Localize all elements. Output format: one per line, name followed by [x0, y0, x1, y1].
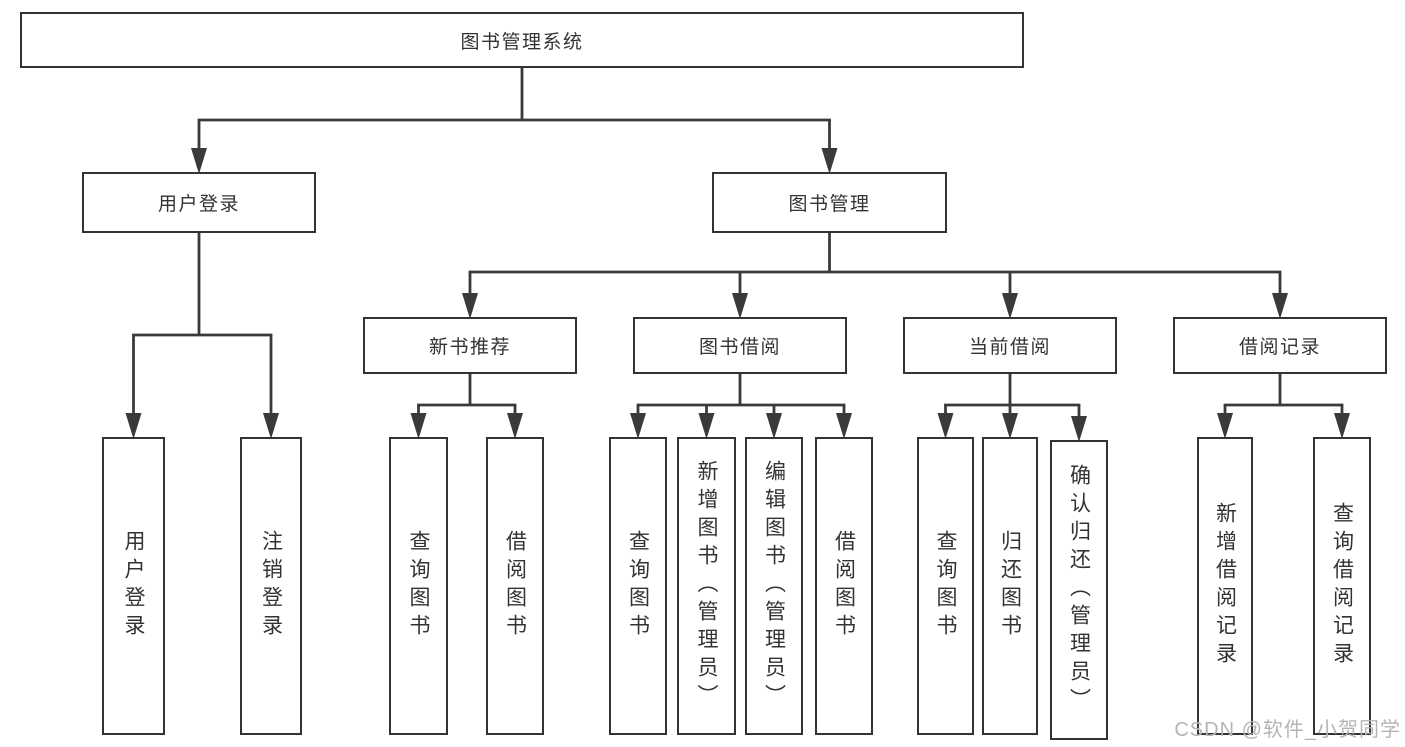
- arrowhead-icon: [1071, 416, 1087, 442]
- diagram-node-newbook: 新书推荐: [363, 317, 577, 374]
- diagram-node-label: 查询借阅记录: [1330, 502, 1354, 670]
- arrowhead-icon: [1217, 413, 1233, 439]
- arrowhead-icon: [507, 413, 523, 439]
- diagram-node-label: 用户登录: [122, 530, 145, 642]
- arrowhead-icon: [1334, 413, 1350, 439]
- diagram-node-current-3: 确认归还（管理员）: [1050, 440, 1108, 740]
- diagram-node-label: 新增借阅记录: [1213, 502, 1237, 670]
- arrowhead-icon: [630, 413, 646, 439]
- diagram-node-newbook-1: 查询图书: [389, 437, 448, 735]
- diagram-node-borrow: 图书借阅: [633, 317, 847, 374]
- diagram-node-label: 注销登录: [259, 530, 283, 642]
- diagram-node-label: 图书借阅: [698, 337, 781, 358]
- diagram-node-records: 借阅记录: [1173, 317, 1387, 374]
- diagram-node-label: 查询图书: [626, 530, 650, 642]
- diagram-node-root: 图书管理系统: [20, 12, 1024, 68]
- diagram-node-label: 当前借阅: [968, 337, 1051, 358]
- diagram-node-newbook-2: 借阅图书: [486, 437, 544, 735]
- diagram-node-label: 借阅图书: [503, 530, 527, 642]
- diagram-node-label: 借阅图书: [832, 530, 856, 642]
- diagram-node-current: 当前借阅: [903, 317, 1117, 374]
- diagram-node-label: 图书管理: [788, 194, 871, 215]
- diagram-node-borrow-1: 查询图书: [609, 437, 667, 735]
- arrowhead-icon: [462, 293, 478, 319]
- arrowhead-icon: [410, 413, 427, 439]
- diagram-node-borrow-4: 借阅图书: [815, 437, 873, 735]
- diagram-node-label: 新增图书（管理员）: [695, 460, 718, 712]
- diagram-node-records-1: 新增借阅记录: [1197, 437, 1253, 735]
- diagram-node-label: 用户登录: [157, 194, 240, 215]
- arrowhead-icon: [698, 413, 715, 439]
- diagram-node-borrow-2: 新增图书（管理员）: [677, 437, 736, 735]
- diagram-node-label: 查询图书: [407, 530, 430, 642]
- diagram-node-login-1: 用户登录: [102, 437, 165, 735]
- diagram-node-label: 新书推荐: [428, 337, 511, 358]
- diagram-node-current-1: 查询图书: [917, 437, 974, 735]
- diagram-node-login-2: 注销登录: [240, 437, 302, 735]
- arrowhead-icon: [836, 413, 852, 439]
- watermark: CSDN @软件_小贺同学: [1174, 719, 1401, 741]
- diagram-node-label: 查询图书: [934, 530, 957, 642]
- diagram-node-label: 归还图书: [998, 530, 1022, 642]
- diagram-node-label: 图书管理系统: [460, 31, 584, 53]
- arrowhead-icon: [1002, 293, 1018, 319]
- diagram-node-mgmt: 图书管理: [712, 172, 947, 233]
- arrowhead-icon: [191, 148, 207, 174]
- arrowhead-icon: [732, 293, 748, 319]
- arrowhead-icon: [1272, 293, 1288, 319]
- diagram-node-borrow-3: 编辑图书（管理员）: [745, 437, 803, 735]
- diagram-node-label: 确认归还（管理员）: [1067, 464, 1091, 716]
- diagram-node-records-2: 查询借阅记录: [1313, 437, 1371, 735]
- diagram-node-label: 编辑图书（管理员）: [762, 460, 786, 712]
- diagram-node-current-2: 归还图书: [982, 437, 1038, 735]
- arrowhead-icon: [937, 413, 954, 439]
- arrowhead-icon: [821, 148, 838, 174]
- arrowhead-icon: [263, 413, 279, 439]
- diagram-node-label: 借阅记录: [1238, 337, 1321, 358]
- diagram-node-login: 用户登录: [82, 172, 316, 233]
- arrowhead-icon: [125, 413, 142, 439]
- arrowhead-icon: [1002, 413, 1018, 439]
- arrowhead-icon: [766, 413, 782, 439]
